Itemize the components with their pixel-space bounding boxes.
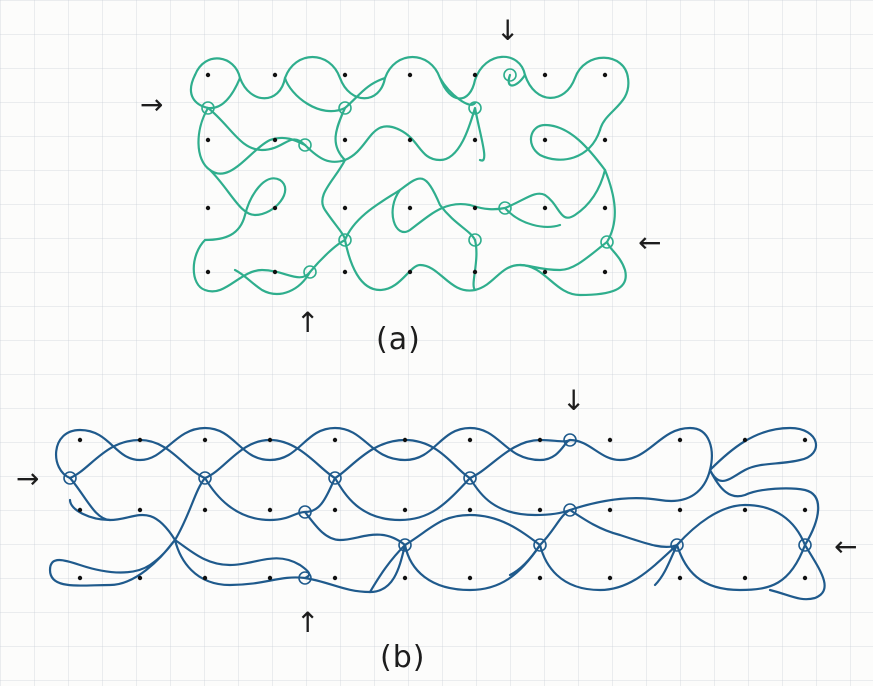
kolam-b-dot xyxy=(537,437,543,443)
kolam-b-row2-wave xyxy=(68,468,712,542)
kolam-b-dot xyxy=(202,575,208,581)
arrow-b-right: ← xyxy=(834,530,859,563)
kolam-b-dot xyxy=(537,507,543,513)
kolam-a-dot xyxy=(205,205,211,211)
kolam-b-row3-wave-b xyxy=(173,538,679,594)
kolam-a-dot xyxy=(272,269,278,275)
kolam-b-dots xyxy=(77,437,808,581)
kolam-b-dot xyxy=(77,575,83,581)
kolam-a-dot xyxy=(542,205,548,211)
kolam-b-dot xyxy=(77,437,83,443)
kolam-b-dot xyxy=(137,575,143,581)
kolam-a-dot xyxy=(472,205,478,211)
kolam-b-dot xyxy=(267,575,273,581)
kolam-b-dot xyxy=(267,437,273,443)
kolam-a-dot xyxy=(602,72,608,78)
kolam-a-dot xyxy=(542,269,548,275)
figure-label-b: (b) xyxy=(380,640,426,675)
arrow-a-right: ← xyxy=(638,226,663,259)
kolam-b-dot xyxy=(77,507,83,513)
kolam-a-dot xyxy=(602,205,608,211)
kolam-b-dot xyxy=(402,437,408,443)
kolam-a-dot xyxy=(205,72,211,78)
kolam-b-dot xyxy=(332,437,338,443)
kolam-b-dot xyxy=(802,507,808,513)
kolam-b-dot xyxy=(137,437,143,443)
kolam-b-dot xyxy=(537,575,543,581)
kolam-b-dot xyxy=(467,575,473,581)
kolam-a-row2-wave xyxy=(206,106,486,163)
kolam-b-dot xyxy=(607,507,613,513)
kolam-b-dot xyxy=(677,575,683,581)
kolam-b-dot xyxy=(742,575,748,581)
kolam-a-dot xyxy=(472,72,478,78)
kolam-a-row4-wave-b xyxy=(233,238,609,296)
arrow-a-left: → xyxy=(140,88,165,121)
kolam-b-dot xyxy=(332,575,338,581)
kolam-b-dot xyxy=(742,437,748,443)
figure-label-a: (a) xyxy=(376,322,421,357)
kolam-b-dot xyxy=(802,437,808,443)
kolam-b-row1-wave xyxy=(55,426,818,482)
kolam-b-dot xyxy=(467,507,473,513)
kolam-a-dot xyxy=(407,205,413,211)
kolam-a-dot xyxy=(272,205,278,211)
kolam-b-dot xyxy=(267,507,273,513)
kolam-a-dot xyxy=(542,72,548,78)
arrow-b-left: → xyxy=(16,462,41,495)
kolam-a-row3-wave xyxy=(203,158,477,242)
kolam-a-dot xyxy=(602,269,608,275)
arrow-b-top: ↓ xyxy=(562,384,587,417)
kolam-a-dot xyxy=(272,137,278,143)
kolam-a-dot xyxy=(205,269,211,275)
kolam-b-dot xyxy=(202,437,208,443)
arrow-a-bottom: ↑ xyxy=(296,306,321,339)
kolam-a-dot xyxy=(542,137,548,143)
kolam-a-dot xyxy=(407,137,413,143)
kolam-a-dot xyxy=(205,137,211,143)
kolam-b-dot xyxy=(677,507,683,513)
kolam-a-row4-wave xyxy=(192,238,627,297)
arrow-a-top: ↓ xyxy=(496,14,521,47)
kolam-a-dot xyxy=(602,137,608,143)
kolam-a-dot xyxy=(407,269,413,275)
kolam-b-row3-wave xyxy=(48,538,826,601)
kolam-b-dot xyxy=(742,507,748,513)
kolam-b-dot xyxy=(467,437,473,443)
kolam-b-dot xyxy=(332,507,338,513)
kolam-a-dot xyxy=(472,269,478,275)
kolam-b-dot xyxy=(607,575,613,581)
arrow-b-bottom: ↑ xyxy=(296,606,321,639)
kolam-b-dot xyxy=(402,507,408,513)
kolam-a-dot xyxy=(342,269,348,275)
kolam-b-crossing-circles xyxy=(63,433,812,585)
kolam-a-row1-wave xyxy=(193,55,630,132)
kolam-b-dot xyxy=(137,507,143,513)
kolam-figure-a xyxy=(189,55,630,297)
kolam-figure-b xyxy=(48,426,826,601)
kolam-a-dots xyxy=(205,72,608,275)
kolam-a-dot xyxy=(342,205,348,211)
kolam-a-dot xyxy=(407,72,413,78)
kolam-a-dot xyxy=(342,72,348,78)
kolam-b-dot xyxy=(677,437,683,443)
kolam-b-dot xyxy=(402,575,408,581)
kolam-a-dot xyxy=(472,137,478,143)
kolam-b-dot xyxy=(202,507,208,513)
kolam-a-dot xyxy=(342,137,348,143)
kolam-a-crossing-circles xyxy=(201,68,614,279)
kolam-b-dot xyxy=(802,575,808,581)
kolam-a-dot xyxy=(272,72,278,78)
kolam-b-dot xyxy=(607,437,613,443)
